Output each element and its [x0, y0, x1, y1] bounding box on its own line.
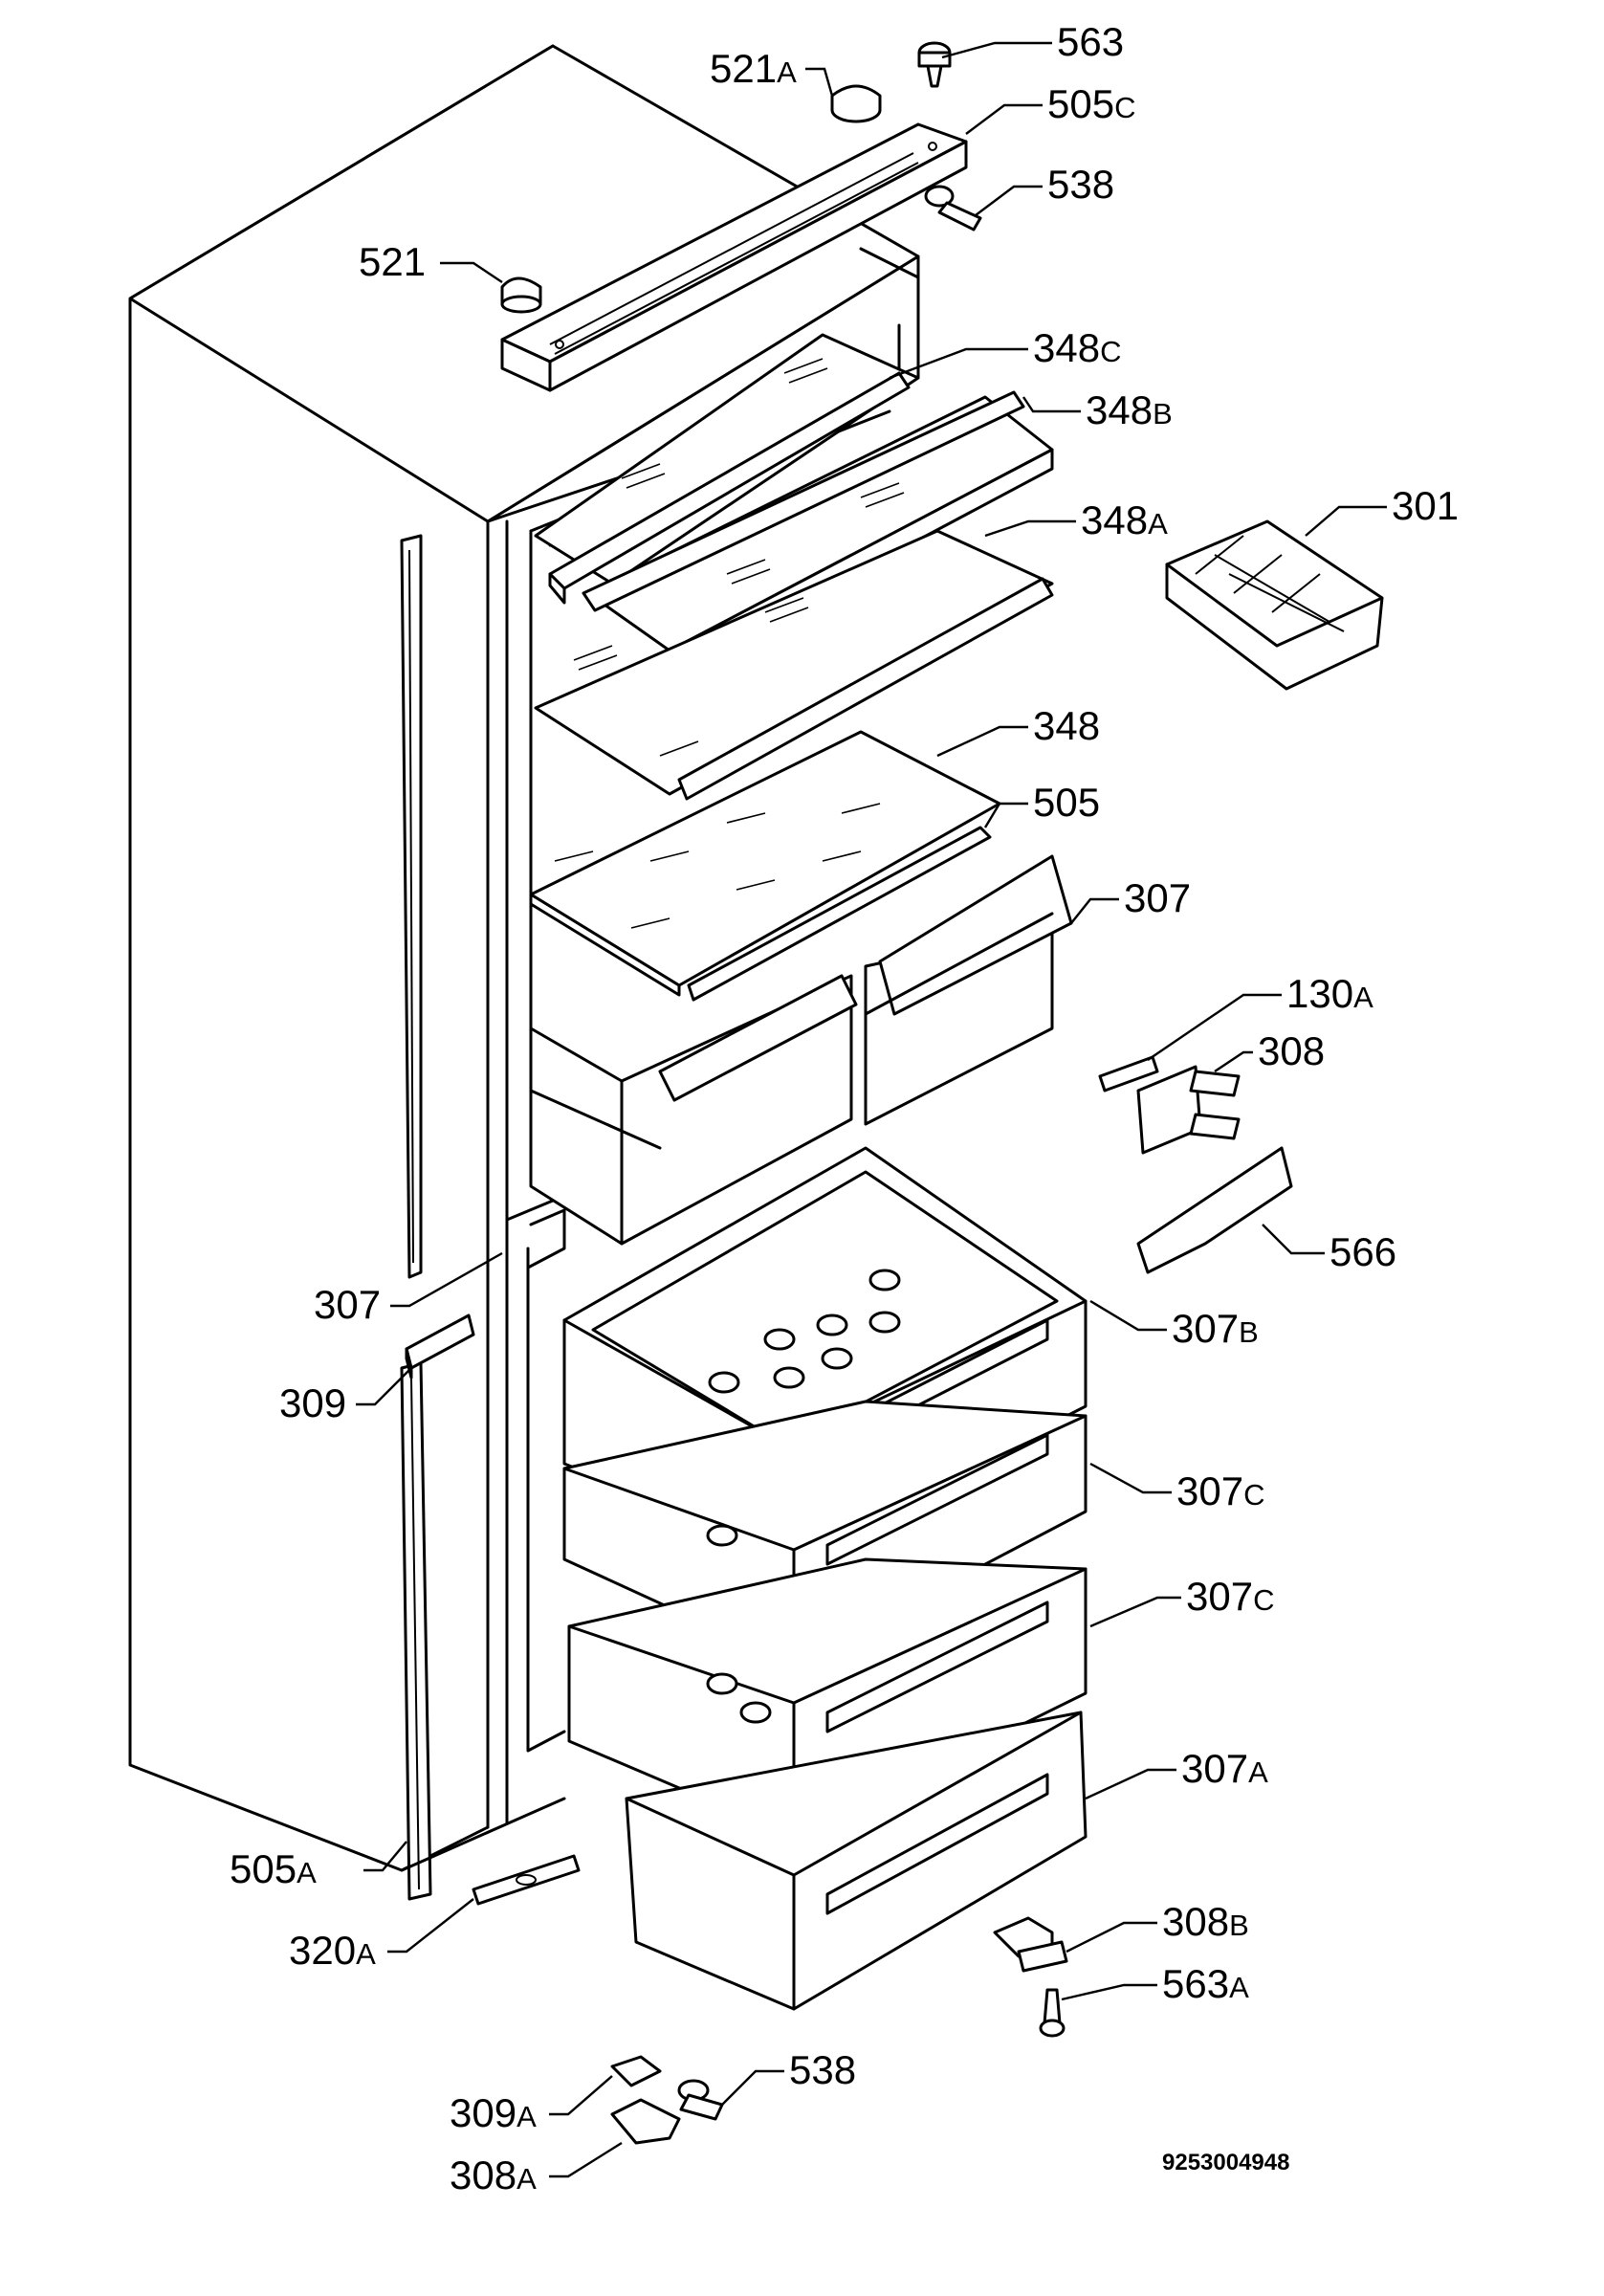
cap-309a: [610, 2055, 662, 2087]
document-number: 9253004948: [1162, 2150, 1289, 2175]
hinge-308b: [993, 1916, 1068, 1973]
label-348b: 348B: [1086, 387, 1173, 432]
label-563a: 563A: [1162, 1961, 1249, 2006]
hinge-308: [1136, 1065, 1241, 1155]
label-521a: 521A: [710, 46, 797, 91]
hinge-pin-538-top: [924, 185, 982, 232]
label-308b: 308B: [1162, 1899, 1249, 1944]
freezer-drawer-307c-lower: [567, 1557, 1088, 1839]
rail-320a: [472, 1854, 581, 1906]
label-538-top: 538: [1047, 162, 1114, 207]
cap-521: [500, 276, 542, 314]
label-307-right: 307: [1124, 875, 1191, 920]
strip-505: [687, 826, 992, 1002]
clip-309: [405, 1314, 475, 1380]
bracket-308a: [610, 2098, 681, 2145]
ice-tray-301: [1165, 519, 1384, 691]
bracket-566: [1136, 1146, 1293, 1274]
hinge-pin-538-bottom: [677, 2079, 724, 2121]
label-309a: 309A: [450, 2090, 537, 2135]
label-307b: 307B: [1172, 1306, 1259, 1351]
crisper-307-right: [864, 854, 1073, 1126]
glass-shelf-348c: [534, 333, 920, 605]
label-538-bottom: 538: [789, 2047, 856, 2092]
label-307-left: 307: [314, 1282, 381, 1327]
screw-563-top: [917, 41, 952, 88]
label-309: 309: [279, 1380, 346, 1425]
leader-lines: [356, 41, 1387, 2178]
label-348c: 348C: [1033, 325, 1121, 370]
label-505: 505: [1033, 780, 1100, 825]
label-505c: 505C: [1047, 81, 1135, 126]
label-348: 348: [1033, 703, 1100, 748]
label-505a: 505A: [230, 1846, 317, 1891]
screw-563a: [1039, 1988, 1066, 2038]
clip-130a: [1098, 1055, 1159, 1093]
callout-labels: 563 521A 505C 538 521 348C 348B 348A 301…: [230, 19, 1459, 2197]
label-307a: 307A: [1181, 1746, 1268, 1791]
freezer-drawer-307a: [625, 1711, 1088, 2011]
crisper-307-left: [529, 974, 858, 1246]
label-301: 301: [1392, 483, 1459, 528]
label-307c-upper: 307C: [1176, 1468, 1264, 1513]
top-hinge-rail-505c: [500, 122, 968, 392]
glass-shelf-348a: [534, 529, 1054, 801]
label-563-top: 563: [1057, 19, 1124, 64]
label-320a: 320A: [289, 1928, 376, 1973]
label-308: 308: [1258, 1028, 1325, 1073]
label-308a: 308A: [450, 2152, 537, 2197]
label-566: 566: [1329, 1229, 1396, 1274]
label-130a: 130A: [1286, 971, 1373, 1016]
label-521: 521: [359, 239, 426, 284]
cap-521a: [830, 84, 882, 123]
label-348a: 348A: [1081, 497, 1168, 542]
label-307c-lower: 307C: [1186, 1574, 1274, 1619]
